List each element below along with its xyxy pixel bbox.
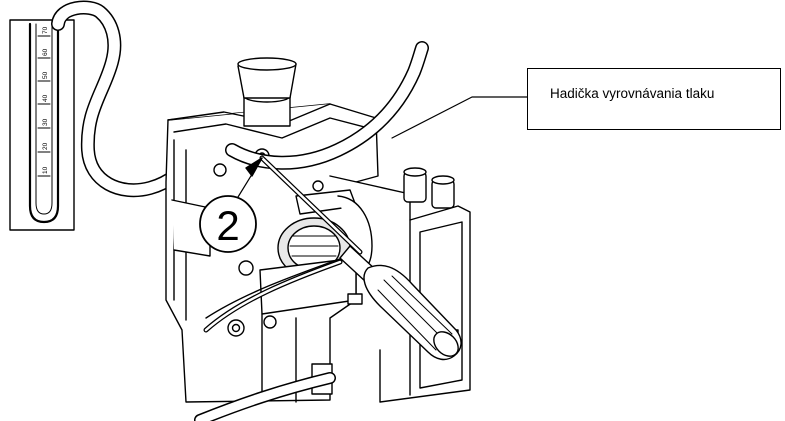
scale-label: 10 (42, 166, 49, 174)
manometer-board (9, 19, 75, 231)
scale-label: 20 (42, 142, 49, 150)
manometer-u-tube (28, 22, 60, 224)
pressure-equalization-hose (225, 41, 429, 170)
manometer: 70 60 50 40 30 20 10 (9, 19, 75, 231)
callout-label: Hadička vyrovnávania tlaku (550, 86, 715, 101)
screwdriver (259, 155, 462, 361)
step-number: 2 (216, 202, 239, 249)
callout-box: Hadička vyrovnávania tlaku (527, 68, 781, 130)
manometer-scale (37, 35, 51, 177)
step-marker: 2 (199, 157, 263, 253)
manometer-u-tube-inner (35, 23, 53, 215)
scale-label: 40 (42, 94, 49, 102)
step-arrowhead (245, 157, 263, 177)
scale-label: 60 (42, 48, 49, 56)
scale-label: 70 (42, 26, 49, 34)
scale-label: 50 (42, 71, 49, 79)
scale-label: 30 (42, 118, 49, 126)
callout-leader-line (391, 96, 528, 139)
cables (194, 255, 349, 421)
